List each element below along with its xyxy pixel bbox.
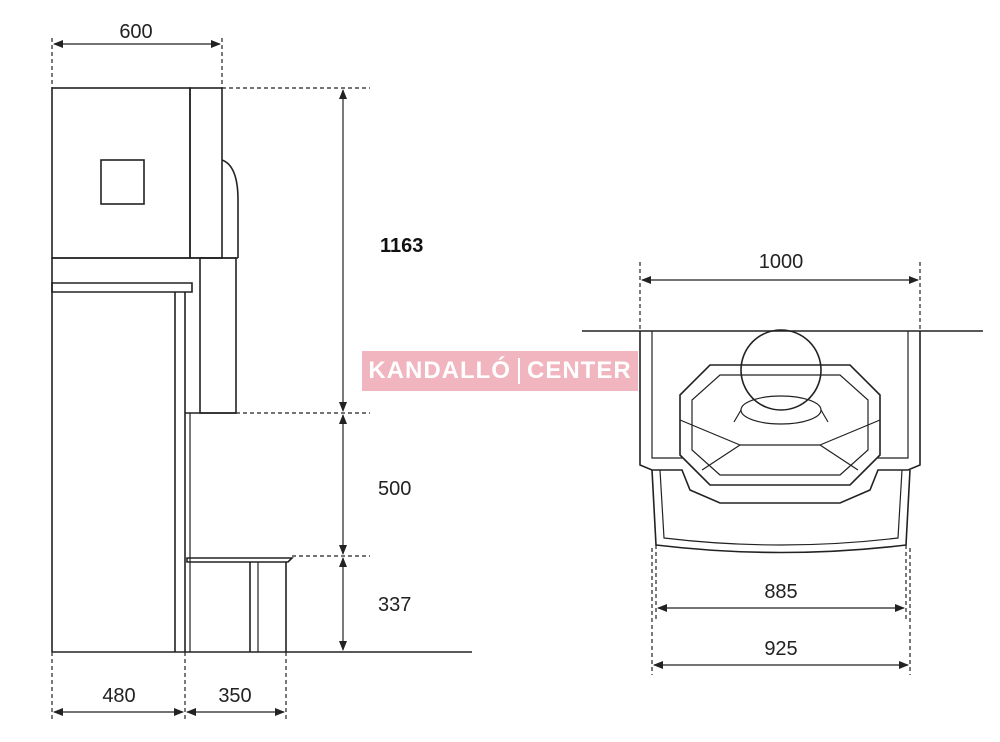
dim-top-width: 600: [119, 21, 152, 43]
flue-circle: [740, 329, 822, 411]
inspection-hatch: [100, 159, 145, 205]
watermark-divider: [517, 358, 520, 384]
dim-bottom-left: 480: [102, 685, 135, 707]
watermark-right: CENTER: [526, 357, 632, 384]
dim-base-height: 337: [378, 594, 411, 616]
hood-curve: [221, 159, 239, 258]
dim-plan-width: 1000: [759, 251, 804, 273]
watermark-left: KANDALLÓ: [368, 357, 511, 384]
side-elevation: 600 1163 500 337 480 350: [51, 21, 472, 722]
chimney-column: [199, 257, 237, 414]
dim-mid-height: 500: [378, 478, 411, 500]
hood-side: [189, 87, 223, 259]
dim-total-height: 1163: [380, 235, 423, 257]
plan-frame: [639, 331, 921, 504]
dim-bottom-right: 350: [218, 685, 251, 707]
hood-front: [51, 87, 191, 259]
firebox-octagon: [679, 364, 881, 486]
plan-view: 1000 885 925: [582, 251, 983, 675]
watermark-logo: KANDALLÓ CENTER: [362, 351, 638, 391]
dim-plan-inner: 885: [764, 581, 797, 603]
dim-plan-outer: 925: [764, 638, 797, 660]
bench: [186, 557, 294, 563]
mantel-ledge: [51, 282, 193, 293]
hearth: [651, 469, 911, 554]
